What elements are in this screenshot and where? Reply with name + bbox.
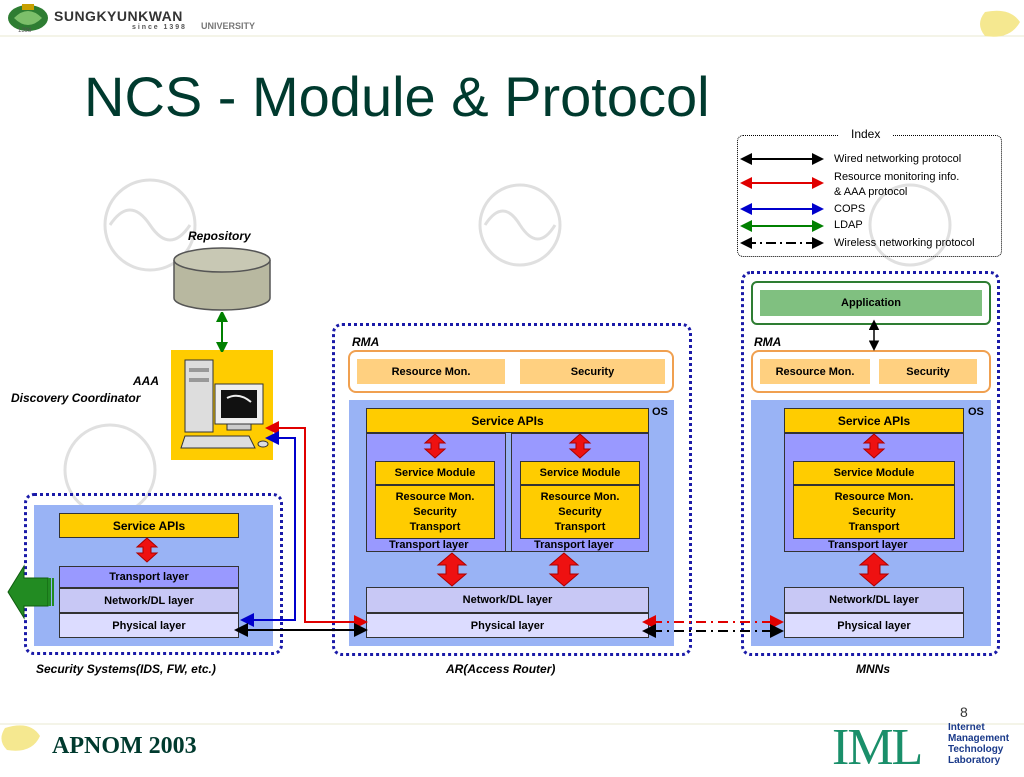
lab-line-2: Management	[948, 733, 1010, 744]
mnn-physical-layer: Physical layer	[784, 613, 964, 638]
university-word: UNIVERSITY	[201, 21, 256, 31]
ar-module2-title: Service Module	[520, 461, 640, 485]
ar-os-label: OS	[652, 406, 668, 418]
ar-module1-transport: Transport layer	[389, 539, 469, 551]
security-apis-transport-arrow	[135, 537, 159, 563]
university-since: s i n c e 1 3 9 8	[132, 24, 185, 31]
page-number: 8	[960, 704, 968, 720]
mnn-module-body: Resource Mon. Security Transport	[793, 485, 955, 539]
ldap-link	[216, 312, 228, 352]
university-seal-icon	[8, 4, 48, 31]
mnn-network-layer: Network/DL layer	[784, 587, 964, 613]
legend-label-resource: Resource monitoring info. & AAA protocol	[834, 171, 960, 198]
university-logo: 1398 SUNGKYUNKWAN s i n c e 1 3 9 8 UNIV…	[4, 2, 266, 36]
ar-apis-module2-arrow	[568, 433, 592, 459]
lab-logo: IML Internet Management Technology Labor…	[832, 719, 1022, 776]
legend-title: Index	[839, 127, 893, 141]
mnn-rma-label: RMA	[754, 335, 782, 349]
aaa-cops-link	[240, 431, 296, 627]
ar-resource-mon: Resource Mon.	[357, 359, 505, 384]
mnn-application: Application	[760, 290, 982, 316]
legend-label-ldap: LDAP	[834, 219, 863, 231]
mnn-module-transport: Transport layer	[828, 539, 908, 551]
ar-network-layer: Network/DL layer	[366, 587, 649, 613]
legend-label-wired: Wired networking protocol	[834, 153, 962, 165]
university-name: SUNGKYUNKWAN	[54, 8, 183, 24]
legend: Index	[737, 127, 1002, 257]
lab-logo-text: Internet Management Technology Laborator…	[948, 722, 1009, 766]
ar-rma-label: RMA	[352, 335, 380, 349]
security-physical-layer: Physical layer	[59, 613, 239, 638]
lab-line-3: Technology	[948, 744, 1004, 755]
lab-line-4: Laboratory	[948, 755, 1001, 766]
ar-module2-network-arrow	[548, 552, 580, 587]
aaa-label-line1: AAA	[133, 374, 159, 388]
mnn-apis-module-arrow	[862, 433, 886, 459]
lab-logo-mark: IML	[832, 719, 923, 776]
legend-label-cops: COPS	[834, 203, 866, 215]
security-transport-layer: Transport layer	[59, 566, 239, 588]
ar-module1-network-arrow	[436, 552, 468, 587]
mnn-module-network-arrow	[858, 552, 890, 587]
mnn-caption: MNNs	[856, 662, 891, 676]
seal-year: 1398	[18, 28, 32, 34]
mnn-resource-mon: Resource Mon.	[760, 359, 870, 384]
legend-label-wireless: Wireless networking protocol	[834, 237, 975, 249]
ar-module2-body: Resource Mon. Security Transport	[520, 485, 640, 539]
ar-caption: AR(Access Router)	[446, 662, 556, 676]
aaa-resource-link	[265, 421, 368, 629]
lab-line-1: Internet	[948, 722, 985, 733]
ar-module2-transport: Transport layer	[534, 539, 614, 551]
mnn-module-title: Service Module	[793, 461, 955, 485]
legend-lines	[740, 153, 824, 249]
mnn-container	[741, 271, 1000, 656]
mnn-security: Security	[879, 359, 977, 384]
security-systems-caption: Security Systems(IDS, FW, etc.)	[36, 662, 216, 676]
mnn-os-label: OS	[968, 406, 984, 418]
security-service-apis: Service APIs	[59, 513, 239, 538]
ar-physical-layer: Physical layer	[366, 613, 649, 638]
mnn-service-apis: Service APIs	[784, 408, 964, 433]
ar-service-apis: Service APIs	[366, 408, 649, 433]
external-arrow-icon	[7, 564, 54, 620]
ar-apis-module1-arrow	[423, 433, 447, 459]
ar-security: Security	[520, 359, 665, 384]
page-title: NCS - Module & Protocol	[84, 65, 710, 128]
repository-label: Repository	[188, 229, 251, 243]
ar-module1-title: Service Module	[375, 461, 495, 485]
conference-name: APNOM 2003	[52, 733, 197, 759]
repository-database-icon	[173, 247, 271, 311]
aaa-label-line2: Discovery Coordinator	[11, 391, 141, 405]
security-network-layer: Network/DL layer	[59, 588, 239, 613]
ar-module1-body: Resource Mon. Security Transport	[375, 485, 495, 539]
